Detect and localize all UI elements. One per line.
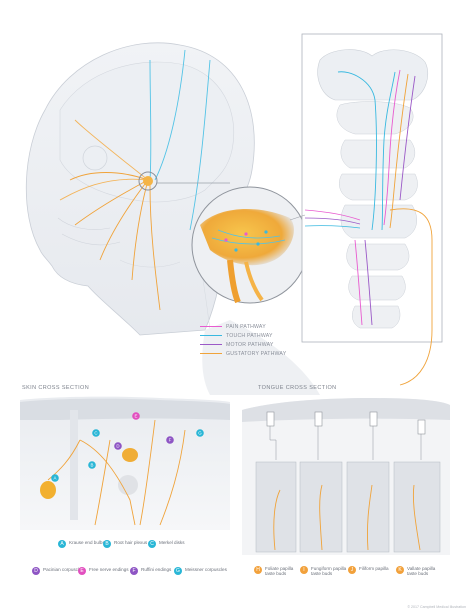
skin-legend-badge-e: E (78, 567, 86, 575)
tongue-legend-badge-j: J (348, 566, 356, 574)
motor-pathway-swatch (200, 343, 222, 346)
skin-section-illustration: A B C D E F G (20, 396, 230, 530)
touch-pathway-label: TOUCH PATHWAY (226, 332, 273, 339)
skin-legend-text-a: Krause end bulbs (69, 540, 105, 545)
skin-section-title: SKIN CROSS SECTION (22, 385, 90, 391)
touch-pathway-swatch (200, 334, 222, 337)
skin-legend-text-c: Merkel disks (159, 540, 185, 545)
skin-legend-item: D Pacinian corpuscles (32, 567, 92, 575)
skin-legend-badge-a: A (58, 540, 66, 548)
tongue-legend-text-h: Foliate papilla taste buds (265, 566, 294, 577)
tongue-section-title: TONGUE CROSS SECTION (258, 385, 337, 391)
skin-label-f: F (169, 438, 172, 443)
tongue-legend-badge-i: I (300, 566, 308, 574)
skin-legend-item: F Ruffini endings (130, 567, 190, 575)
skin-legend-badge-f: F (130, 567, 138, 575)
tongue-legend-text-j: Filiform papilla (359, 566, 389, 571)
skin-legend: A Krause end bulbs B Root hair plexus C … (32, 540, 238, 586)
skin-legend-text-g: Meissner corpuscles (185, 567, 227, 572)
skin-legend-badge-g: G (174, 567, 182, 575)
copyright-text: © 2017 Campbell Medical Illustration (407, 605, 466, 609)
skin-legend-text-f: Ruffini endings (141, 567, 172, 572)
skin-legend-badge-c: C (148, 540, 156, 548)
motor-pathway-label: MOTOR PATHWAY (226, 341, 274, 348)
gustatory-pathway-label: GUSTATORY PATHWAY (226, 350, 287, 357)
ganglion-zoom (191, 186, 309, 304)
skin-legend-badge-b: B (103, 540, 111, 548)
pain-pathway-label: PAIN PATHWAY (226, 323, 266, 330)
skin-legend-text-e: Free nerve endings (89, 567, 129, 572)
skin-legend-badge-d: D (32, 567, 40, 575)
skin-legend-item: E Free nerve endings (78, 567, 138, 575)
tongue-legend-item: H Foliate papilla taste buds (254, 566, 298, 577)
pain-pathway-swatch (200, 325, 222, 328)
skin-label-g: G (198, 431, 202, 436)
tongue-legend-item: K Vallate papilla taste buds (396, 566, 444, 577)
pathway-legend-item-gustatory: GUSTATORY PATHWAY (200, 349, 310, 358)
skin-label-a: A (54, 476, 57, 481)
skin-label-c: C (94, 431, 97, 436)
head-illustration (25, 42, 320, 395)
pathway-legend-item-pain: PAIN PATHWAY (200, 322, 310, 331)
tongue-legend-text-i: Fungiform papilla taste buds (311, 566, 347, 577)
skin-legend-item: A Krause end bulbs (58, 540, 118, 548)
tongue-legend-text-k: Vallate papilla taste buds (407, 566, 436, 577)
pathway-legend-item-motor: MOTOR PATHWAY (200, 340, 310, 349)
pathway-legend: PAIN PATHWAY TOUCH PATHWAY MOTOR PATHWAY… (200, 322, 310, 358)
skin-legend-text-b: Root hair plexus (114, 540, 148, 545)
tongue-legend-item: J Filiform papilla (348, 566, 392, 574)
tongue-legend-item: I Fungiform papilla taste buds (300, 566, 348, 577)
pathway-legend-item-touch: TOUCH PATHWAY (200, 331, 310, 340)
skin-legend-item: G Meissner corpuscles (174, 567, 234, 575)
skin-label-d: D (116, 444, 119, 449)
tongue-legend-badge-k: K (396, 566, 404, 574)
skin-legend-item: B Root hair plexus (103, 540, 163, 548)
tongue-section-illustration (242, 398, 450, 555)
tongue-legend-badge-h: H (254, 566, 262, 574)
skin-diagram-labels: A B C D E F G (54, 414, 203, 481)
skin-legend-item: C Merkel disks (148, 540, 208, 548)
gustatory-pathway-swatch (200, 352, 222, 355)
brainstem-panel (301, 33, 443, 386)
skin-label-e: E (135, 414, 138, 419)
skin-legend-text-d: Pacinian corpuscles (43, 567, 84, 572)
skin-label-b: B (91, 463, 94, 468)
